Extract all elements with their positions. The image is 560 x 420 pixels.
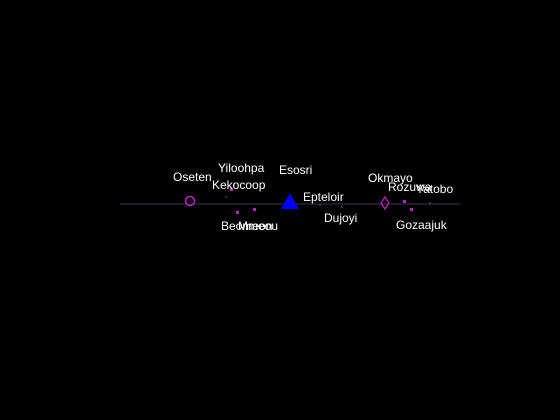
- square-marker: [410, 208, 413, 211]
- place-label-gozaajuk: Gozaajuk: [396, 218, 448, 232]
- diamond-marker: [380, 195, 390, 211]
- square-marker: [403, 200, 406, 203]
- place-beomeon[interactable]: Beomeon: [221, 211, 272, 233]
- place-oseten[interactable]: Oseten: [173, 170, 212, 207]
- dot-marker: [225, 196, 227, 198]
- place-label-yiloohpa: Yiloohpa: [218, 161, 265, 175]
- place-label-rozuwa: Rozuwa: [388, 180, 432, 194]
- place-kekocoop[interactable]: Kekocoop: [212, 178, 266, 198]
- place-label-okmayo: Okmayo: [368, 171, 413, 185]
- square-marker: [236, 211, 239, 214]
- place-esosri[interactable]: Esosri: [279, 163, 312, 209]
- place-label-esosri: Esosri: [279, 163, 312, 177]
- place-label-dujoyi: Dujoyi: [324, 211, 357, 225]
- place-label-mmeou: Mmeou: [238, 219, 278, 233]
- place-label-kekocoop: Kekocoop: [212, 178, 266, 192]
- place-okmayo[interactable]: Okmayo: [368, 171, 413, 211]
- place-rozuwa[interactable]: Rozuwa: [388, 180, 432, 203]
- place-epteloir[interactable]: Epteloir: [303, 190, 344, 206]
- dot-marker: [429, 202, 431, 204]
- place-dujoyi[interactable]: Dujoyi: [324, 206, 357, 225]
- dot-marker: [319, 204, 321, 206]
- place-label-yatobo: Yatobo: [416, 182, 453, 196]
- place-mmeou[interactable]: Mmeou: [238, 208, 278, 233]
- open-circle-marker: [184, 195, 196, 207]
- dot-marker: [341, 206, 343, 208]
- place-gozaajuk[interactable]: Gozaajuk: [396, 208, 448, 232]
- triangle-marker: [281, 193, 299, 209]
- place-yatobo[interactable]: Yatobo: [416, 182, 453, 204]
- place-label-epteloir: Epteloir: [303, 190, 344, 204]
- square-marker: [253, 208, 256, 211]
- square-marker: [230, 188, 233, 191]
- place-label-oseten: Oseten: [173, 170, 212, 184]
- place-label-beomeon: Beomeon: [221, 219, 272, 233]
- place-yiloohpa[interactable]: Yiloohpa: [218, 161, 265, 191]
